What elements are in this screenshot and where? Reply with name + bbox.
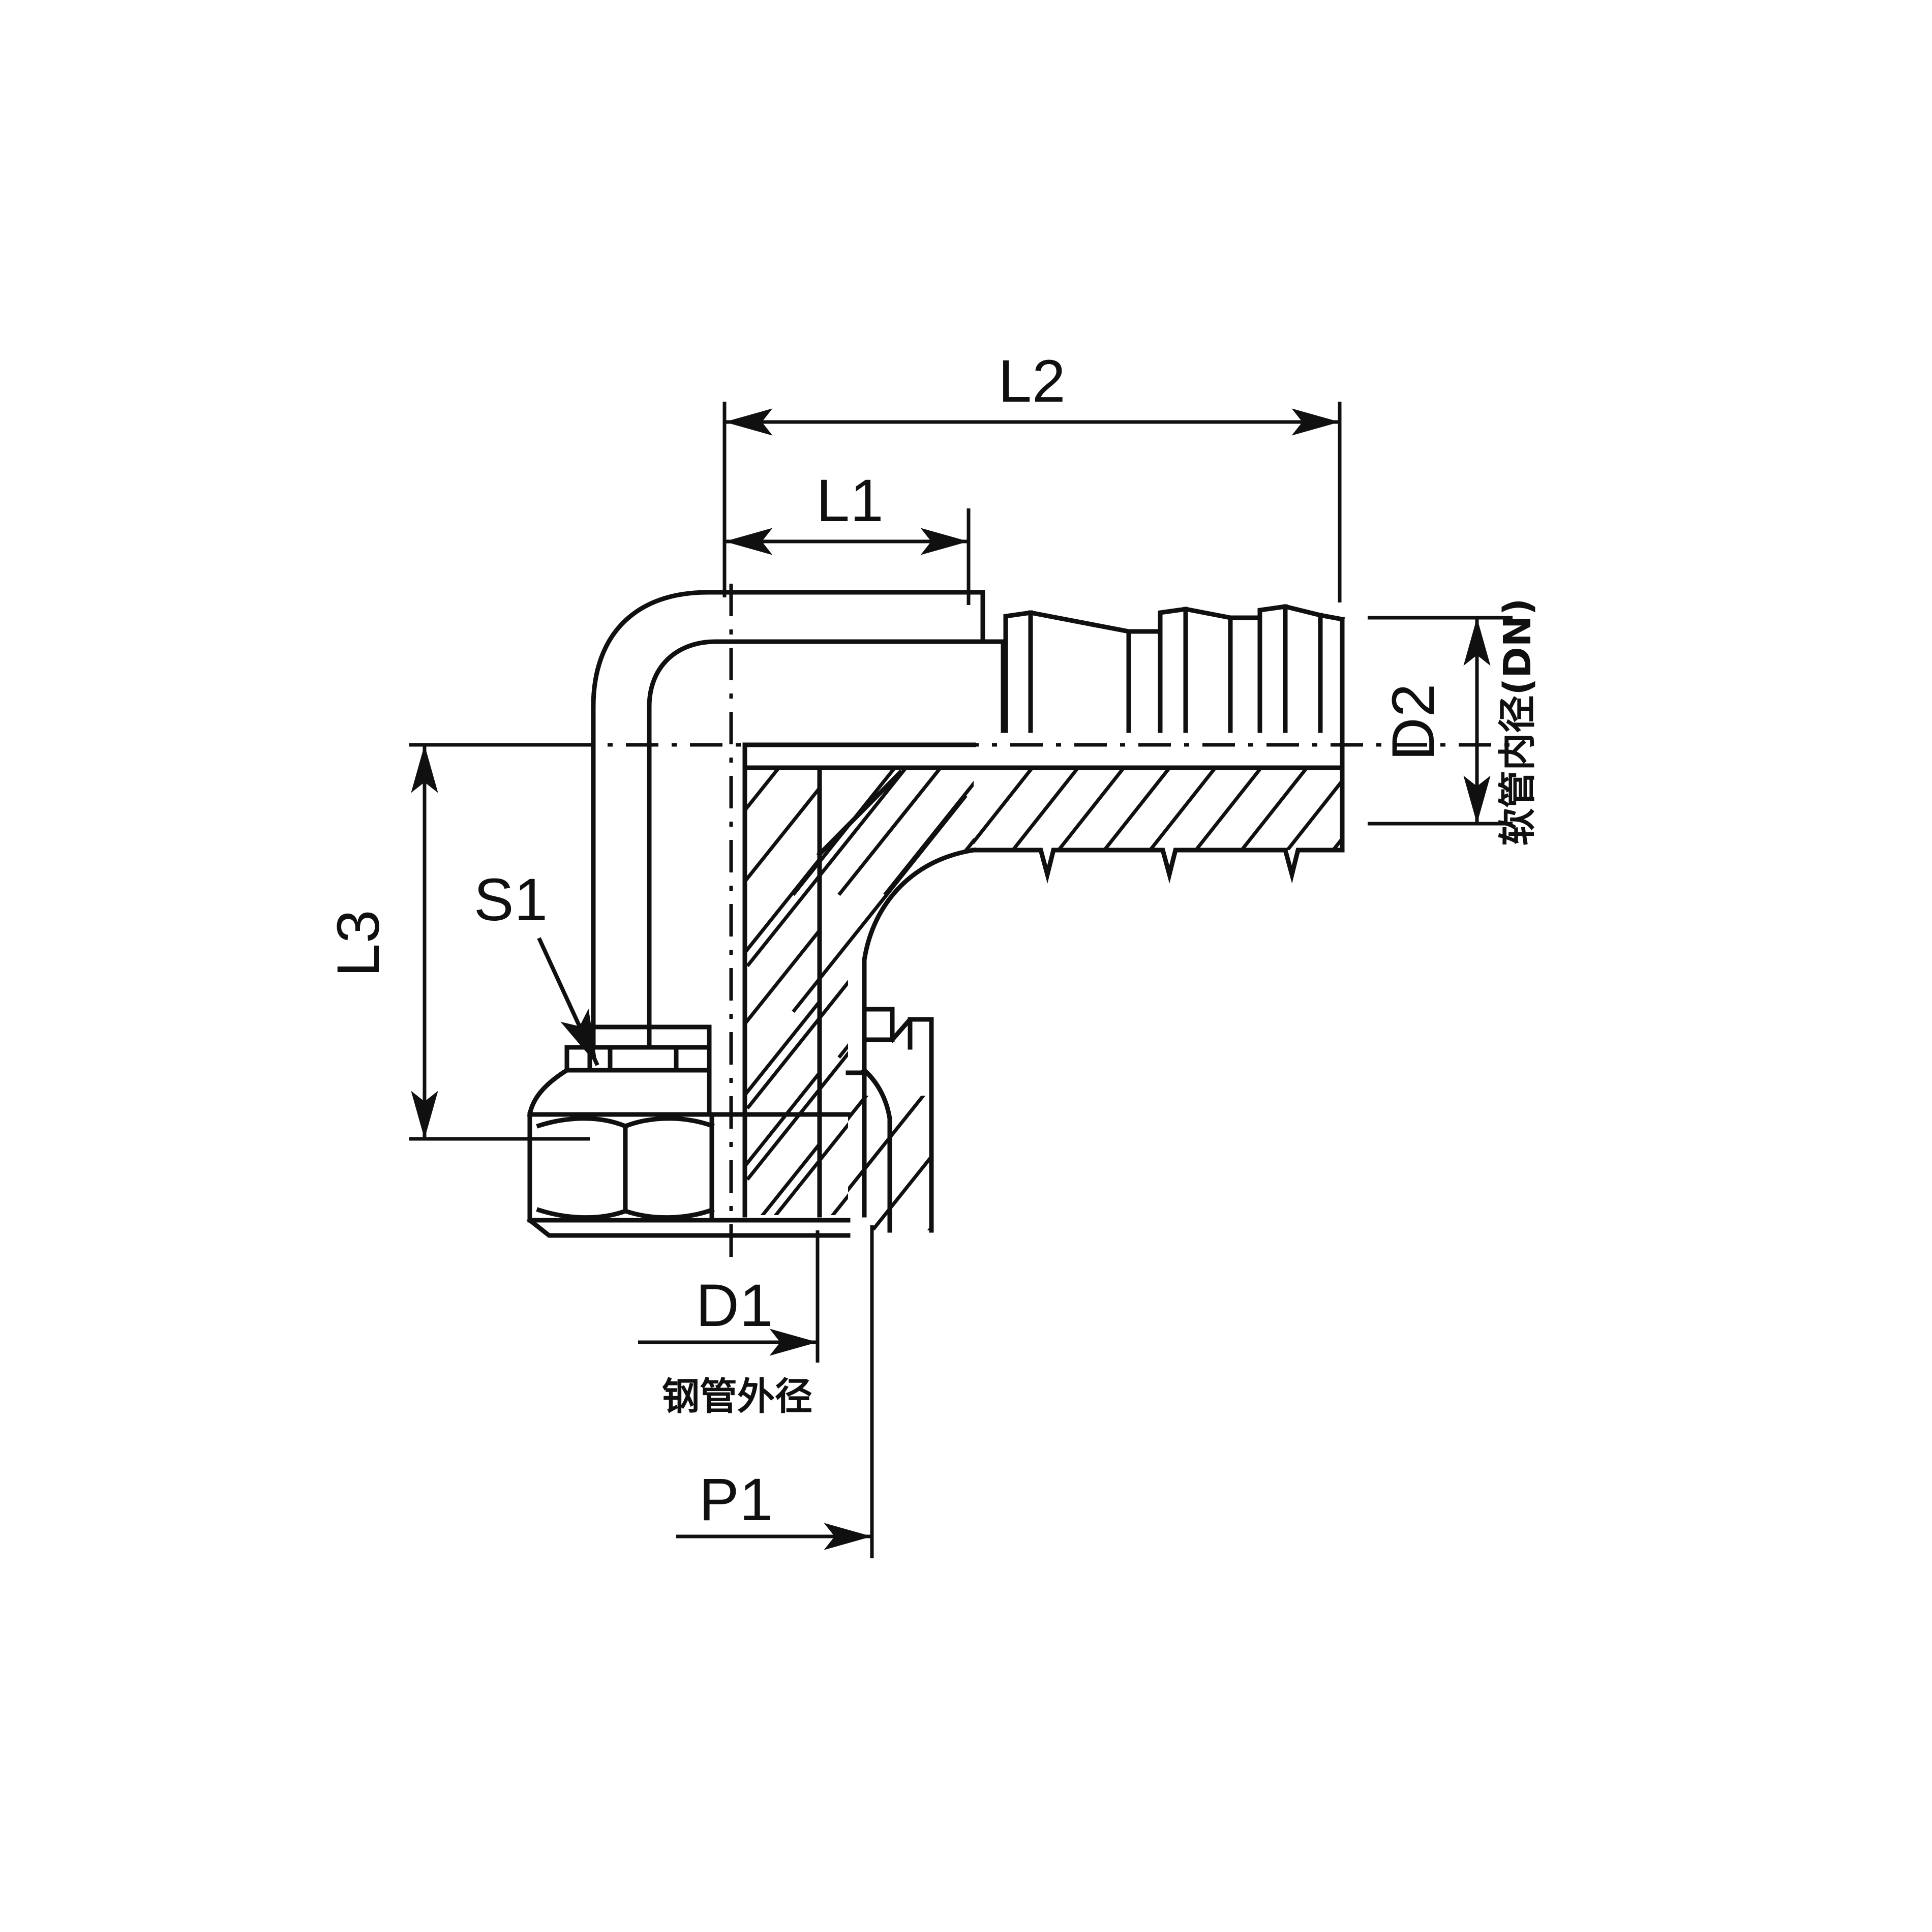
dimension-label-P1: P1 [699, 1466, 773, 1533]
dimension-label-D1: D1 [696, 1272, 774, 1339]
hex-nut [526, 1067, 851, 1238]
sealing-cone-detail [846, 1007, 934, 1233]
dimension-L3: L3 [325, 743, 590, 1141]
dimension-note-D1: 钢管外径 [662, 1375, 812, 1418]
hose-barb-section-lower [971, 848, 1345, 884]
dimension-label-L3: L3 [325, 909, 392, 977]
hose-barb-teeth-upper [980, 590, 1345, 853]
dimension-L2: L2 [722, 348, 1342, 602]
section-hatching-nipple [848, 1096, 931, 1230]
section-hatching-elbow-corner [746, 768, 974, 1215]
elbow-body-section [742, 742, 977, 1218]
dimension-label-D2: D2 [1380, 683, 1447, 761]
dimension-L1: L1 [725, 467, 971, 605]
elbow-outer-profile [591, 590, 985, 1030]
dimension-label-L2: L2 [998, 348, 1066, 415]
dimension-label-L1: L1 [816, 467, 884, 534]
dimension-label-S1: S1 [474, 866, 548, 933]
callout-S1: S1 [474, 866, 599, 1066]
section-hatching-barb [974, 768, 1342, 850]
dimension-D1: D1 钢管外径 [638, 1230, 820, 1418]
dimension-note-D2: 软管内径(DN) [1496, 598, 1539, 846]
dimension-D2: D2 软管内径(DN) [1368, 598, 1539, 846]
thread-band [564, 1024, 712, 1073]
dimension-P1: P1 [676, 1225, 874, 1558]
section-hatching-elbow-leg [745, 768, 820, 1215]
